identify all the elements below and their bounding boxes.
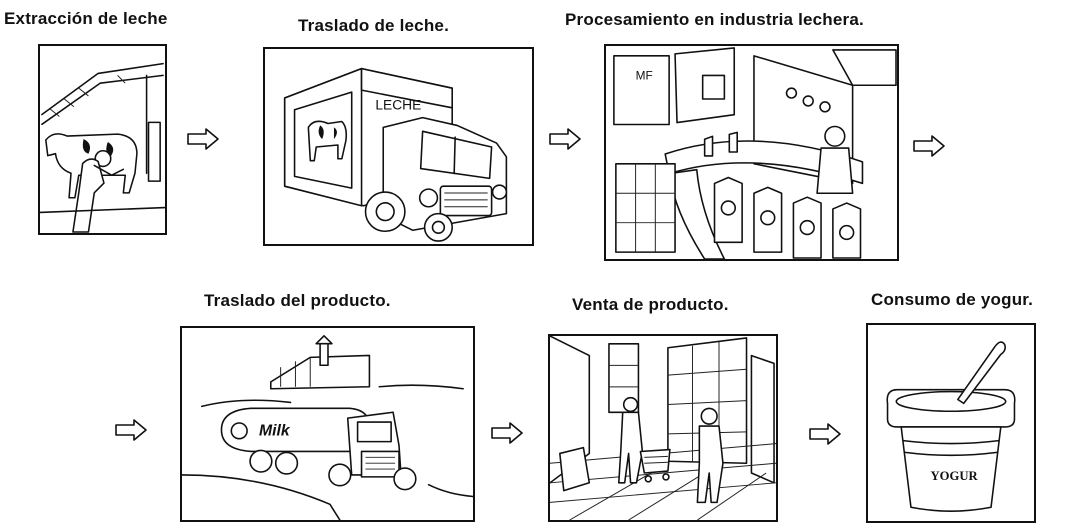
svg-text:MF: MF [636,68,653,82]
tanker-sign-text: Milk [259,423,291,440]
right-arrow-icon [114,418,148,442]
supermarket-illustration [548,334,778,522]
right-arrow-icon [490,421,524,445]
yogurt-cup-illustration: YOGUR [866,323,1036,523]
yogurt-sign-text: YOGUR [930,469,978,483]
milk-truck-illustration: LECHE [263,47,534,246]
step-4-label: Traslado del producto. [204,291,391,310]
right-arrow-icon [912,134,946,158]
step-2-label: Traslado de leche. [298,16,449,35]
tanker-truck-illustration: Milk [180,326,475,522]
right-arrow-icon [548,127,582,151]
dairy-factory-illustration: MF [604,44,899,261]
step-5-label: Venta de producto. [572,295,729,314]
step-1-label: Extracción de leche [4,9,168,28]
right-arrow-icon [808,422,842,446]
step-6-label: Consumo de yogur. [871,290,1034,309]
truck-sign-text: LECHE [375,98,421,113]
right-arrow-icon [186,127,220,151]
step-3-label: Procesamiento en industria lechera. [565,10,864,29]
milking-cow-illustration [38,44,167,235]
